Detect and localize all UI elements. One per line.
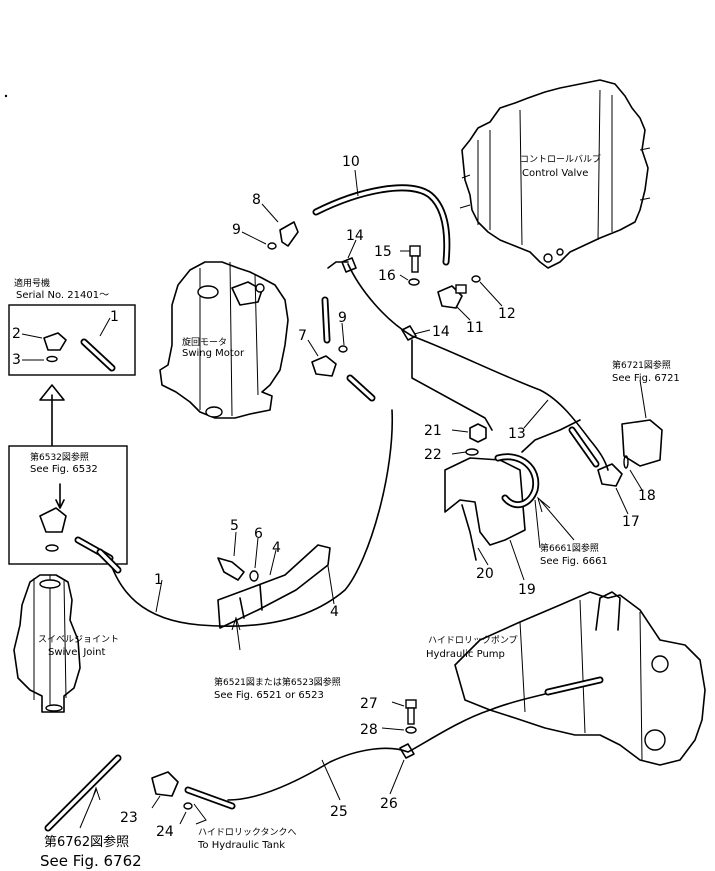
part-27: 27 xyxy=(360,696,378,712)
fig6762-label-en: See Fig. 6762 xyxy=(40,852,142,870)
serial-label-jp: 適用号機 xyxy=(14,277,50,289)
part-8: 8 xyxy=(252,192,261,208)
fig6762-label-jp: 第6762図参照 xyxy=(44,834,129,850)
hydraulic-pump xyxy=(454,419,706,766)
part-11: 11 xyxy=(466,320,484,336)
fig6521-label-jp: 第6521図または第6523図参照 xyxy=(214,676,341,688)
part-2: 2 xyxy=(12,326,21,342)
swivel-joint-label-en: Swivel Joint xyxy=(48,647,106,658)
part-21: 21 xyxy=(424,423,442,439)
fig6721-label-jp: 第6721図参照 xyxy=(612,359,671,371)
part-numbers: 1 2 3 4 4 5 6 7 8 9 9 10 11 12 13 14 14 … xyxy=(12,154,656,840)
part-17: 17 xyxy=(622,514,640,530)
part-12: 12 xyxy=(498,306,516,322)
leader-lines xyxy=(21,169,647,829)
hose-1 xyxy=(109,409,394,628)
swing-motor-label-jp: 旋回モータ xyxy=(182,336,227,348)
part-19: 19 xyxy=(518,582,536,598)
part-15: 15 xyxy=(374,244,392,260)
control-valve-label-jp: コントロールバルブ xyxy=(520,153,601,165)
part-4-b: 4 xyxy=(330,604,339,620)
line-13 xyxy=(347,263,609,471)
swing-motor xyxy=(159,261,289,419)
swivel-joint xyxy=(13,574,81,713)
bracket-4 xyxy=(217,544,331,629)
part-26: 26 xyxy=(380,796,398,812)
part-3: 3 xyxy=(12,352,21,368)
fig6532-label-jp: 第6532図参照 xyxy=(30,451,89,463)
serial-inset-box xyxy=(8,304,136,376)
hydraulic-pump-label-en: Hydraulic Pump xyxy=(426,649,505,660)
part-7: 7 xyxy=(298,328,307,344)
part-10: 10 xyxy=(342,154,360,170)
part-14-b: 14 xyxy=(432,324,450,340)
fig6532-label-en: See Fig. 6532 xyxy=(30,464,98,475)
serial-label-en: Serial No. 21401～ xyxy=(16,290,109,301)
part-16: 16 xyxy=(378,268,396,284)
part-9-a: 9 xyxy=(232,222,241,238)
part-20: 20 xyxy=(476,566,494,582)
part-1-inset: 1 xyxy=(110,309,119,325)
swivel-joint-label-jp: スイベルジョイント xyxy=(38,635,119,645)
part-22: 22 xyxy=(424,447,442,463)
fig6661-label-en: See Fig. 6661 xyxy=(540,556,608,567)
part-4-a: 4 xyxy=(272,540,281,556)
fig6721-label-en: See Fig. 6721 xyxy=(612,373,680,384)
hydraulic-pump-label-jp: ハイドロリックポンプ xyxy=(428,635,518,646)
part-1-main: 1 xyxy=(154,572,163,588)
part-24: 24 xyxy=(156,824,174,840)
fittings xyxy=(151,221,663,810)
part-9-b: 9 xyxy=(338,310,347,326)
part-14-a: 14 xyxy=(346,228,364,244)
inset-arrow xyxy=(39,384,65,446)
stray-dot xyxy=(4,94,8,98)
part-25: 25 xyxy=(330,804,348,820)
part-6: 6 xyxy=(254,526,263,542)
control-valve xyxy=(459,79,651,269)
part-18: 18 xyxy=(638,488,656,504)
hose-25 xyxy=(227,691,553,801)
swing-motor-label-en: Swing Motor xyxy=(182,348,245,359)
fig6521-label-en: See Fig. 6521 or 6523 xyxy=(214,690,324,701)
part-23: 23 xyxy=(120,810,138,826)
part-5: 5 xyxy=(230,518,239,534)
fig6661-label-jp: 第6661図参照 xyxy=(540,542,599,554)
to-tank-label-jp: ハイドロリックタンクへ xyxy=(198,827,296,838)
to-tank-label-en: To Hydraulic Tank xyxy=(197,840,285,851)
part-13: 13 xyxy=(508,426,526,442)
part-28: 28 xyxy=(360,722,378,738)
control-valve-label-en: Control Valve xyxy=(522,168,588,179)
